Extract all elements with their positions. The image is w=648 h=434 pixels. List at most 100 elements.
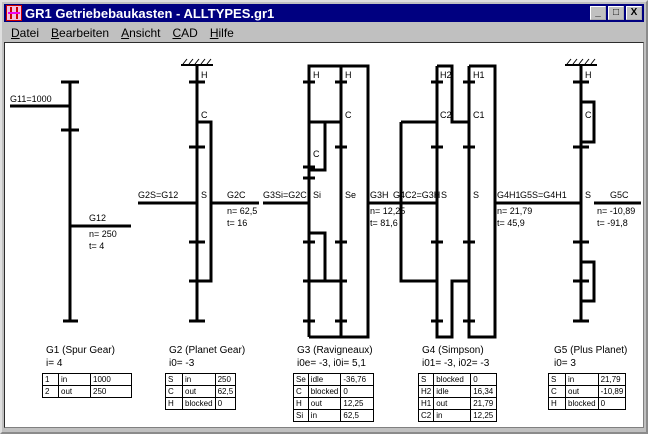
maximize-button[interactable]: □ [608, 6, 624, 20]
speed-cell: 62,5 [340, 409, 375, 422]
shaft-cell: 2 [42, 385, 59, 398]
g2-c-label: C [201, 110, 208, 120]
g5-h-label: H [585, 70, 592, 80]
g2-input-label: G2S=G12 [138, 190, 178, 200]
g2-s-label: S [201, 190, 207, 200]
g4-s1-label: S [473, 190, 479, 200]
speed-cell: 0 [340, 385, 375, 398]
g3-input-label: G3Si=G2C [263, 190, 307, 200]
hatch-lines [182, 58, 596, 65]
g4-h1-label: H1 [473, 70, 485, 80]
drawing-canvas[interactable]: G11=1000 G12 n= 250 t= 4 H C S G2S=G12 G… [4, 42, 644, 428]
g4-output-label: G4H1 [497, 190, 521, 200]
g4-speed: n= 21,79 [497, 206, 532, 216]
shaft-cell: C [548, 385, 566, 398]
menu-cad[interactable]: CAD [172, 25, 198, 40]
g3-speed: n= 12,25 [370, 206, 405, 216]
g2-output-label: G2C [227, 190, 246, 200]
menu-ansicht[interactable]: Ansicht [121, 25, 161, 40]
gear-name-5: G5 (Plus Planet) [554, 345, 628, 356]
gear-ratio-3: i0e= -3, i0i= 5,1 [297, 358, 366, 369]
g3-se-label: Se [345, 190, 356, 200]
gear-diagram[interactable]: G11=1000 G12 n= 250 t= 4 H C S G2S=G12 G… [5, 43, 645, 429]
g3-h2-label: H [345, 70, 352, 80]
g4-c1-label: C1 [473, 110, 485, 120]
g5-s-label: S [585, 190, 591, 200]
mode-cell: in [182, 373, 216, 386]
speed-cell: 1000 [90, 373, 132, 386]
shaft-cell: Si [293, 409, 309, 422]
g3-c2-label: C [313, 149, 320, 159]
g4-h2-label: H2 [440, 70, 452, 80]
speed-cell: 0 [470, 373, 498, 386]
close-button[interactable]: X [626, 6, 642, 20]
g1-shaft [10, 80, 131, 323]
speed-cell: 21,79 [470, 397, 498, 410]
g1-output-label: G12 [89, 213, 106, 223]
mode-cell: in [565, 373, 599, 386]
mode-cell: out [182, 385, 216, 398]
mode-cell: out [565, 385, 599, 398]
g4-frame [399, 64, 581, 339]
g4-c2-label: C2 [440, 110, 452, 120]
menu-hilfe[interactable]: Hilfe [209, 25, 234, 40]
shaft-cell: S [165, 373, 183, 386]
g5-shaft [573, 65, 641, 323]
speed-cell: -10,89 [597, 385, 627, 398]
app-icon[interactable] [6, 5, 22, 21]
speed-cell: 250 [90, 385, 132, 398]
g1-input-label: G11=1000 [10, 94, 52, 104]
g5-input-label: G5S=G4H1 [520, 190, 567, 200]
speed-cell: 250 [214, 373, 237, 386]
g3-frame [263, 64, 399, 339]
window-title: GR1 Getriebebaukasten - ALLTYPES.gr1 [25, 5, 275, 21]
mode-cell: in [307, 409, 342, 422]
shaft-cell: H1 [417, 397, 435, 410]
mode-cell: idle [433, 385, 472, 398]
g1-speed: n= 250 [89, 229, 117, 239]
g3-h-label: H [313, 70, 320, 80]
shaft-cell: H [165, 397, 183, 410]
g3-si-label: Si [313, 190, 321, 200]
g3-torque: t= 81,6 [370, 218, 398, 228]
speed-cell: 12,25 [340, 397, 375, 410]
mode-cell: blocked [565, 397, 599, 410]
g4-s2-label: S [441, 190, 447, 200]
mode-cell: blocked [433, 373, 472, 386]
mode-cell: blocked [182, 397, 216, 410]
mode-cell: out [433, 397, 472, 410]
speed-cell: 0 [214, 397, 237, 410]
speed-cell: 12,25 [470, 409, 498, 422]
g4-torque: t= 45,9 [497, 218, 525, 228]
menu-bearbeiten[interactable]: Bearbeiten [51, 25, 110, 40]
minimize-button[interactable]: _ [590, 6, 606, 20]
gear-name-4: G4 (Simpson) [422, 345, 484, 356]
mode-cell: out [58, 385, 91, 398]
g2-h-label: H [201, 70, 208, 80]
shaft-cell: H [548, 397, 566, 410]
gear-ratio-4: i01= -3, i02= -3 [422, 358, 490, 369]
title-bar[interactable]: GR1 Getriebebaukasten - ALLTYPES.gr1 _ □… [4, 4, 644, 22]
shaft-cell: S [417, 373, 435, 386]
gear-name-3: G3 (Ravigneaux) [297, 345, 373, 356]
shaft-cell: H2 [417, 385, 435, 398]
shaft-cell: H [293, 397, 309, 410]
mode-cell: blocked [307, 385, 342, 398]
mode-cell: in [58, 373, 91, 386]
g2-shafts [138, 65, 259, 323]
menu-datei[interactable]: Datei [11, 25, 40, 40]
shaft-cell: 1 [42, 373, 59, 386]
